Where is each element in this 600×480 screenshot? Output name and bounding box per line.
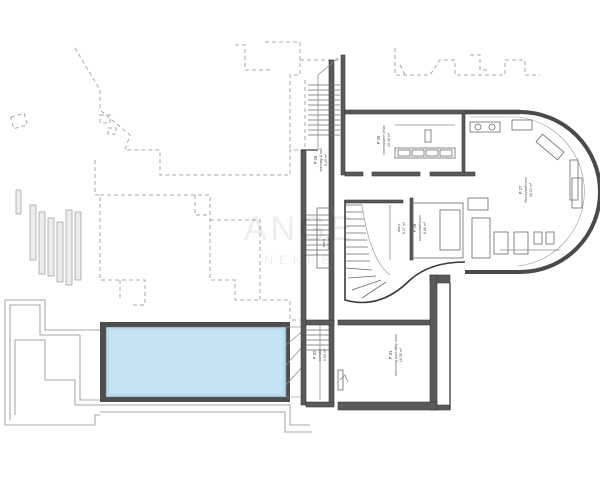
svg-text:P 25: P 25: [313, 155, 318, 164]
svg-text:P 26: P 26: [376, 135, 381, 144]
svg-text:NEKRE: NEKRE: [264, 253, 335, 267]
svg-text:ANGE: ANGE: [244, 210, 356, 248]
svg-text:cinema/wine cellar: cinema/wine cellar: [382, 124, 386, 154]
terrace-outline: [4, 299, 312, 433]
svg-text:P 27: P 27: [518, 185, 523, 194]
corridor: [305, 319, 335, 408]
svg-text:corridor: corridor: [318, 348, 322, 361]
exterior-steps: [15, 189, 82, 286]
svg-text:6,00 m²: 6,00 m²: [327, 236, 331, 249]
svg-text:8,17 m²: 8,17 m²: [402, 221, 406, 234]
room-label-p26: P 26 cinema/wine cellar 20,46 m²: [376, 124, 391, 154]
existing-building-outline: [74, 41, 540, 321]
svg-text:5,20 m²: 5,20 m²: [324, 153, 328, 166]
room-label-p29: stairs 8,17 m²: [397, 221, 406, 234]
svg-text:fitness/wellness: fitness/wellness: [524, 177, 528, 202]
watermark: ANGE NEKRE: [244, 210, 356, 267]
room-label-p31: P 31 swimming pool utility room 16,50 m²: [388, 334, 403, 376]
room-cinema: [344, 109, 521, 177]
svg-text:stairs: stairs: [322, 239, 326, 248]
svg-text:P 28: P 28: [412, 223, 417, 232]
swimming-pool: [100, 322, 305, 402]
room-label-p27: P 27 fitness/wellness 35,34 m²: [518, 177, 533, 202]
room-label-p25: P 25 stairway & hall 5,20 m²: [313, 148, 328, 171]
landscape-stones: [10, 112, 117, 135]
curved-stairs: [344, 200, 466, 304]
pool-water: [105, 326, 287, 398]
svg-text:stairs: stairs: [397, 224, 401, 233]
svg-text:8,86 m²: 8,86 m²: [423, 221, 427, 234]
svg-text:swimming pool utility room: swimming pool utility room: [394, 334, 398, 376]
room-fitness: [465, 110, 600, 274]
room-pool-utility: [337, 274, 451, 411]
svg-text:35,34 m²: 35,34 m²: [529, 182, 533, 197]
room-sauna: [344, 197, 464, 261]
svg-text:stairway & hall: stairway & hall: [319, 148, 323, 171]
svg-text:20,46 m²: 20,46 m²: [387, 132, 391, 147]
room-label-p28: P 28 sauna/bathroom 8,86 m²: [412, 215, 427, 241]
svg-text:P 31: P 31: [388, 350, 393, 359]
svg-text:16,50 m²: 16,50 m²: [399, 347, 403, 362]
svg-text:P 32: P 32: [312, 350, 317, 359]
room-label-p30: stairs 6,00 m²: [322, 236, 331, 249]
svg-text:sauna/bathroom: sauna/bathroom: [418, 215, 422, 241]
stair-corridor: [300, 54, 346, 406]
svg-text:6,08 m²: 6,08 m²: [323, 348, 327, 361]
room-label-p32: P 32 corridor 6,08 m²: [312, 348, 327, 361]
